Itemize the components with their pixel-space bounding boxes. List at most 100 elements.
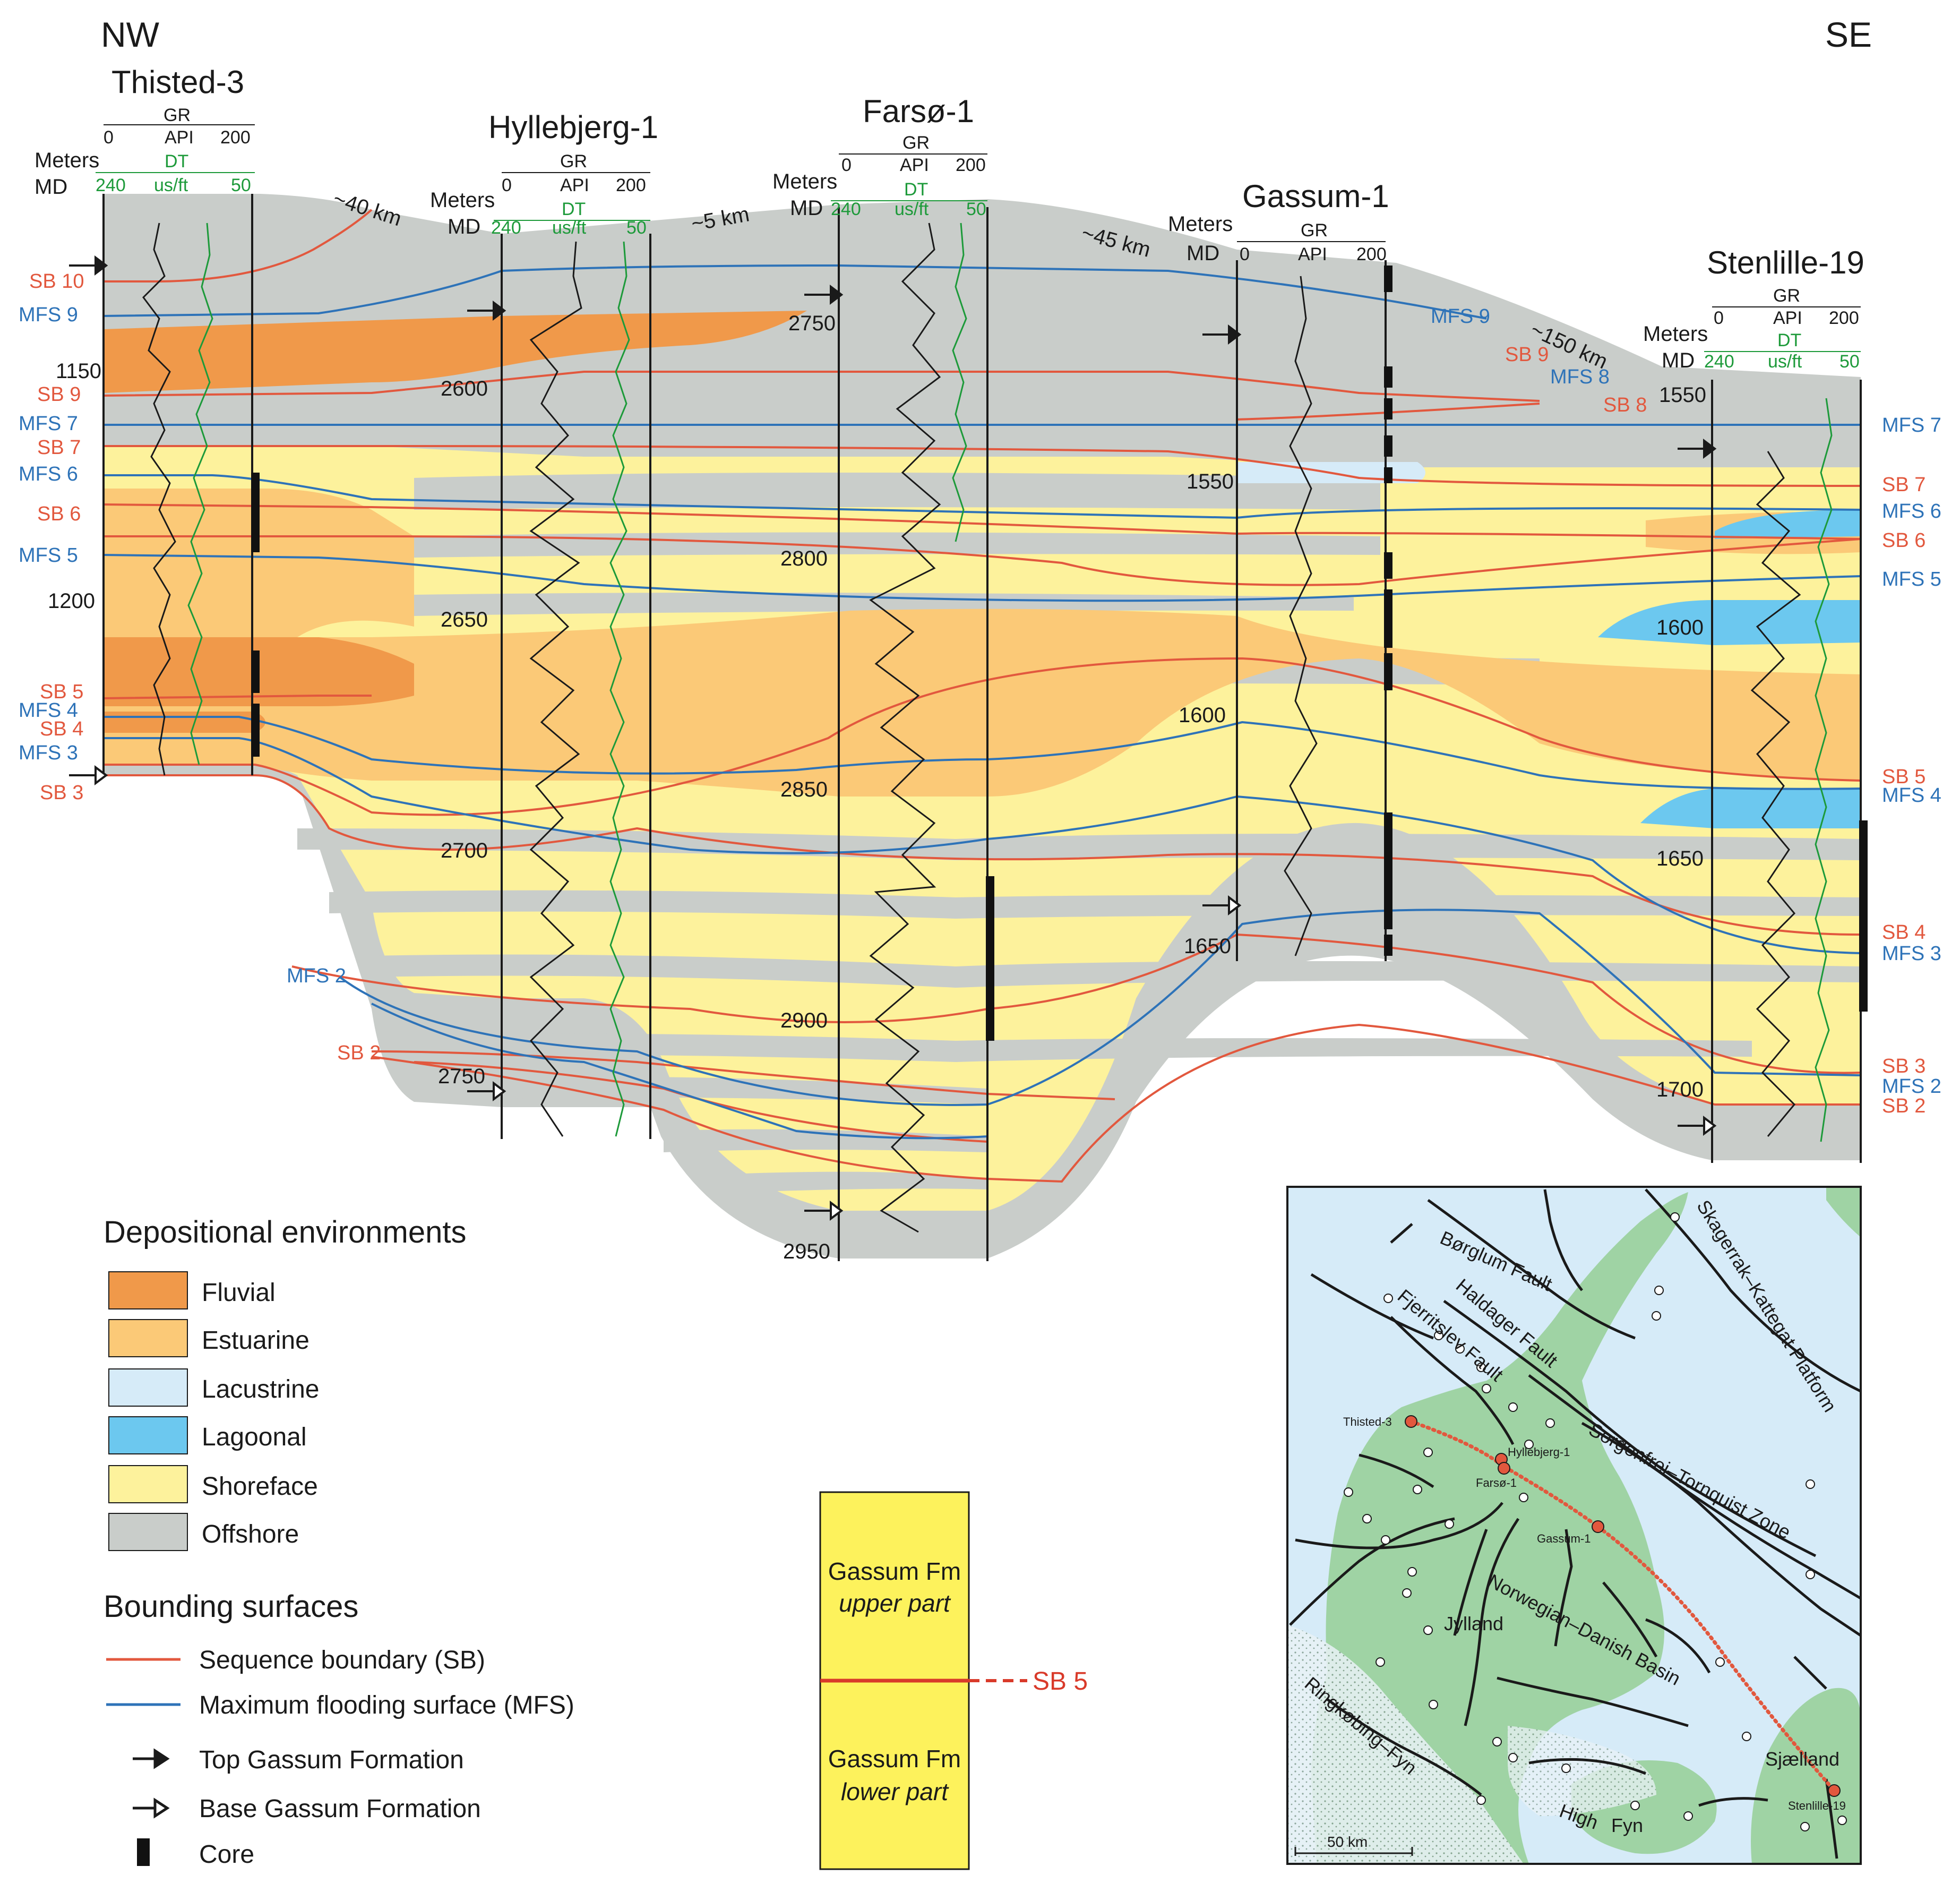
cross-section: NW SE ~40 km ~5 km ~45 km ~150 km Thiste…: [19, 15, 1941, 1263]
surface-label: SB 4: [40, 718, 83, 740]
legend-swatch-estuarine: [108, 1319, 188, 1357]
gr-min: 0: [1240, 244, 1250, 264]
surface-label: MFS 8: [1550, 366, 1610, 388]
map-well-label-thisted: Thisted-3: [1343, 1415, 1392, 1428]
md-label: MD: [790, 196, 823, 220]
map-well-label-farso: Farsø-1: [1476, 1476, 1517, 1489]
md-label: MD: [448, 215, 480, 238]
depth-tick: 2750: [438, 1065, 485, 1088]
map-other-wells: [1344, 1212, 1847, 1831]
well-header-stenlille: Stenlille-19 GR 0 API 200 Meters DT MD 2…: [1643, 245, 1864, 1101]
depth-tick: 2650: [441, 608, 488, 631]
surface-label: MFS 3: [1882, 943, 1941, 965]
map-label-sjaelland: Sjælland: [1765, 1748, 1839, 1770]
well-header-hyllebjerg: Hyllebjerg-1 GR 0 API 200 Meters DT MD 2…: [430, 109, 658, 1088]
legend-base-label: Base Gassum Formation: [199, 1795, 481, 1823]
dt-min: 240: [96, 175, 126, 195]
dt-min: 240: [1704, 352, 1734, 372]
gr-min: 0: [1714, 308, 1724, 328]
surface-label: SB 9: [1505, 344, 1549, 366]
well-name: Gassum-1: [1242, 178, 1389, 214]
legend-label-offshore: Offshore: [202, 1520, 299, 1548]
dt-title: DT: [562, 199, 586, 219]
surface-label: SB 2: [1882, 1095, 1925, 1117]
well-header-thisted: Thisted-3 GR 0 API 200 Meters DT MD 240 …: [35, 64, 255, 613]
map-well-label-stenlille: Stenlille-19: [1788, 1799, 1846, 1812]
map-well-label-hyllebjerg: Hyllebjerg-1: [1508, 1445, 1570, 1459]
legend-label-fluvial: Fluvial: [202, 1279, 276, 1307]
map-well-label-gassum: Gassum-1: [1537, 1532, 1591, 1545]
map-ringkobing-dots: [1287, 1625, 1524, 1864]
surface-label: SB 2: [337, 1042, 381, 1064]
surface-label: MFS 9: [1431, 305, 1490, 328]
depth-tick: 1550: [1659, 383, 1706, 407]
surface-label: MFS 7: [19, 413, 78, 435]
map-scale-bar: [1294, 1847, 1413, 1856]
gr-unit: API: [165, 127, 194, 148]
depth-tick: 1600: [1656, 616, 1704, 639]
map-well-gassum: [1592, 1520, 1604, 1533]
surface-label: MFS 7: [1882, 414, 1941, 436]
surface-label: SB 3: [40, 782, 83, 804]
gr-unit: API: [900, 155, 929, 175]
sequence-boundaries: [103, 209, 1861, 1183]
map-well-thisted: [1405, 1415, 1417, 1428]
gr-title: GR: [560, 151, 587, 172]
legend-swatch-fluvial: [108, 1271, 188, 1309]
gr-min: 0: [502, 175, 512, 195]
formation-lower-line2: lower part: [841, 1778, 949, 1805]
well-header-gassum: Gassum-1 Meters GR MD 0 API 200 1550 160…: [1168, 178, 1389, 958]
gr-max: 200: [616, 175, 646, 195]
surface-labels-left: SB 10 MFS 9 SB 9 MFS 7 SB 7 MFS 6 SB 6 M…: [19, 270, 84, 804]
surface-label: MFS 3: [19, 742, 78, 764]
base-gassum-arrows: [69, 765, 1717, 1221]
surface-label: SB 8: [1603, 394, 1647, 416]
depth-tick: 1150: [56, 359, 101, 383]
dt-min: 240: [491, 218, 521, 238]
map-faults: [1289, 1188, 1861, 1859]
map-profile-wells: [1405, 1415, 1841, 1797]
gr-max: 200: [1829, 308, 1859, 328]
depth-tick: 1650: [1656, 847, 1704, 870]
inset-map: Børglum Fault Skagerrak–Kattegat Platfor…: [1286, 1186, 1862, 1865]
depth-tick: 2850: [780, 778, 828, 801]
well-name: Stenlille-19: [1707, 245, 1864, 280]
core-bars: [251, 266, 1868, 1041]
surface-label: SB 6: [1882, 529, 1925, 552]
depth-tick: 1650: [1184, 935, 1231, 958]
legend-mfs-label: Maximum flooding surface (MFS): [199, 1691, 574, 1719]
legend-sb-label: Sequence boundary (SB): [199, 1646, 485, 1674]
dt-title: DT: [904, 179, 928, 200]
gr-unit: API: [1298, 244, 1327, 264]
offshore-stringers: [297, 473, 1861, 1192]
surface-label: MFS 6: [19, 463, 78, 485]
well-header-farso: Farsø-1 GR 0 API 200 Meters DT MD 240 us…: [772, 93, 987, 1263]
dt-unit: us/ft: [895, 199, 929, 219]
map-land-jylland: [1311, 1192, 1688, 1864]
surface-label: MFS 4: [19, 699, 78, 722]
surface-labels-right: MFS 7 SB 7 MFS 6 SB 6 MFS 5 SB 5 MFS 4 S…: [1882, 414, 1941, 1117]
gr-max: 200: [220, 127, 251, 148]
gr-min: 0: [104, 127, 114, 148]
depth-tick: 1700: [1656, 1078, 1704, 1101]
legend-swatch-shoreface: [108, 1465, 188, 1503]
dt-unit: us/ft: [154, 175, 188, 195]
formation-box: SB 5 Gassum Fm upper part Gassum Fm lowe…: [819, 1491, 1088, 1870]
meters-label: Meters: [430, 189, 495, 212]
surface-label: MFS 9: [19, 304, 78, 326]
dt-log-curves: [187, 222, 1833, 1142]
md-label: MD: [1187, 242, 1219, 265]
depth-tick: 2900: [780, 1009, 828, 1032]
surface-labels-mid: MFS 2 SB 2 MFS 9 SB 9 MFS 8 SB 8: [287, 305, 1647, 1064]
dt-title: DT: [165, 151, 188, 172]
depth-tick: 1550: [1187, 470, 1234, 493]
map-high-dots: [1508, 1726, 1656, 1816]
top-gassum-arrows: [69, 255, 1717, 459]
dt-unit: us/ft: [1768, 352, 1802, 372]
depth-tick: 2600: [441, 377, 488, 400]
legend-swatch-offshore: [108, 1513, 188, 1551]
surface-label: MFS 5: [1882, 568, 1941, 590]
dt-max: 50: [1839, 352, 1860, 372]
map-well-farso: [1498, 1462, 1510, 1475]
